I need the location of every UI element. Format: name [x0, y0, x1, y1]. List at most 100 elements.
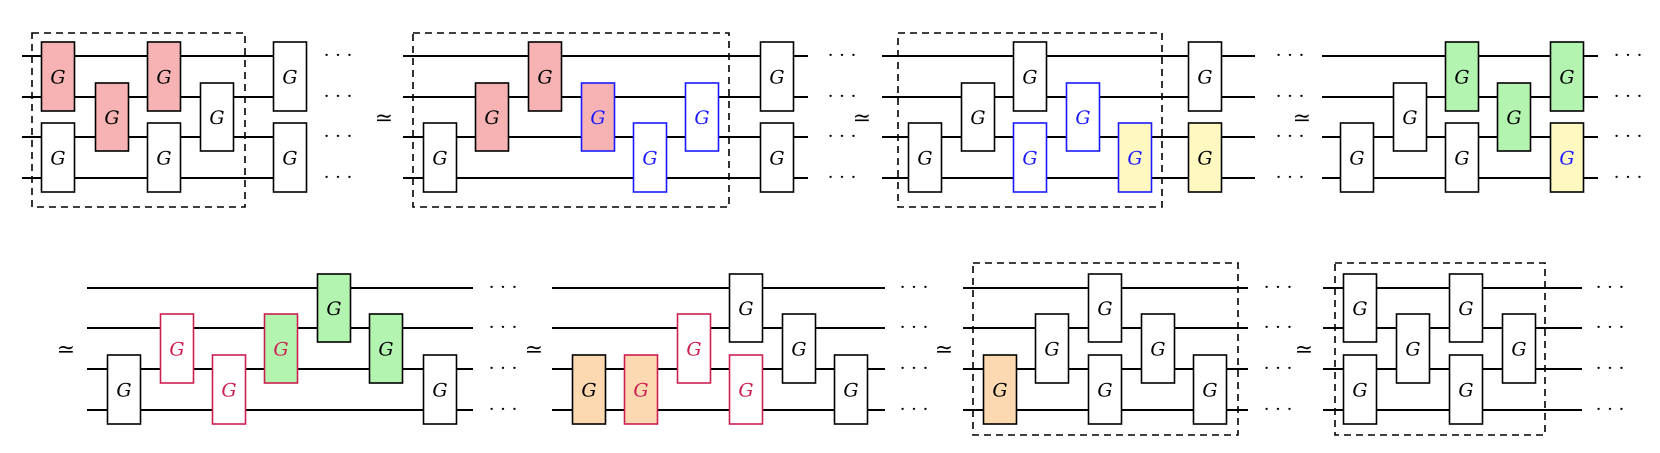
gate-g: G: [1140, 313, 1176, 384]
gate-box: [1342, 354, 1378, 425]
gate-g: G: [580, 82, 616, 152]
gate-box: [422, 122, 458, 193]
gate-box: [728, 354, 764, 425]
gate-label: G: [1402, 107, 1417, 129]
gate-g: G: [759, 41, 795, 112]
gate-g: G: [159, 313, 195, 384]
continuation-dots: · · ·: [1264, 317, 1293, 338]
gate-box: [146, 122, 182, 193]
gate-box: [1448, 273, 1484, 343]
gate-box: [1187, 122, 1223, 193]
gate-g: G: [199, 82, 235, 152]
gate-label: G: [1097, 380, 1112, 402]
gate-g: G: [759, 122, 795, 193]
gate-label: G: [1458, 298, 1473, 320]
gate-label: G: [1197, 67, 1212, 89]
gate-g: G: [1448, 273, 1484, 343]
dashed-frame: [412, 32, 730, 208]
gate-label: G: [282, 67, 297, 89]
gate-box: [833, 354, 869, 425]
gate-box: [1140, 313, 1176, 384]
continuation-dots: · · ·: [1614, 167, 1643, 188]
gate-box: [1087, 354, 1123, 425]
continuation-dots: · · ·: [489, 277, 518, 298]
gate-g: G: [623, 354, 659, 425]
gate-label: G: [791, 339, 806, 361]
gate-g: G: [1448, 354, 1484, 425]
gate-box: [1395, 313, 1431, 384]
gate-box: [1392, 82, 1428, 152]
gate-label: G: [1197, 148, 1212, 170]
equivalence-symbol: ≃: [853, 106, 871, 131]
gate-label: G: [1075, 107, 1090, 129]
continuation-dots: · · ·: [324, 167, 353, 188]
gate-label: G: [1506, 107, 1521, 129]
gate-label: G: [537, 67, 552, 89]
gate-g: G: [474, 82, 510, 152]
continuation-dots: · · ·: [1614, 86, 1643, 107]
gate-g: G: [1342, 354, 1378, 425]
gate-box: [907, 122, 943, 193]
gate-label: G: [970, 107, 985, 129]
continuation-dots: · · ·: [1276, 126, 1305, 147]
gate-label: G: [1559, 148, 1574, 170]
gate-box: [960, 82, 996, 152]
gate-label: G: [273, 339, 288, 361]
gate-g: G: [960, 82, 996, 152]
continuation-dots: · · ·: [1276, 167, 1305, 188]
gate-label: G: [209, 107, 224, 129]
gate-box: [40, 41, 76, 112]
gate-box: [684, 82, 720, 152]
gate-box: [263, 313, 299, 384]
gate-label: G: [282, 148, 297, 170]
gate-g: G: [1012, 41, 1048, 112]
gate-g: G: [368, 313, 404, 384]
gate-g: G: [211, 354, 247, 425]
gate-box: [272, 122, 308, 193]
gate-g: G: [833, 354, 869, 425]
gate-label: G: [156, 67, 171, 89]
equivalence-symbol: ≃: [1293, 106, 1311, 131]
gate-box: [1065, 82, 1101, 152]
dashed-frame: [1334, 262, 1546, 436]
gate-g: G: [1012, 122, 1048, 193]
gate-label: G: [642, 148, 657, 170]
gate-label: G: [1044, 339, 1059, 361]
gate-g: G: [1192, 354, 1228, 425]
gate-g: G: [684, 82, 720, 152]
continuation-dots: · · ·: [828, 45, 857, 66]
gate-box: [1496, 82, 1532, 152]
gate-label: G: [326, 298, 341, 320]
equivalence-symbol: ≃: [1295, 338, 1313, 363]
gate-label: G: [156, 148, 171, 170]
gate-label: G: [992, 380, 1007, 402]
gate-g: G: [1065, 82, 1101, 152]
gate-label: G: [169, 339, 184, 361]
gate-box: [1192, 354, 1228, 425]
continuation-dots: · · ·: [489, 399, 518, 420]
gate-box: [1087, 273, 1123, 343]
gate-g: G: [728, 273, 764, 343]
dashed-frame: [31, 32, 246, 208]
gate-g: G: [676, 313, 712, 384]
gate-label: G: [432, 380, 447, 402]
dashed-frame: [897, 32, 1163, 208]
gate-g: G: [422, 354, 458, 425]
equivalence-symbol: ≃: [375, 106, 393, 131]
equivalence-symbol: ≃: [935, 338, 953, 363]
gate-g: G: [1395, 313, 1431, 384]
gate-g: G: [632, 122, 668, 193]
gate-box: [1448, 354, 1484, 425]
gate-g: G: [40, 122, 76, 193]
continuation-dots: · · ·: [489, 358, 518, 379]
gate-g: G: [1087, 273, 1123, 343]
continuation-dots: · · ·: [1264, 399, 1293, 420]
gate-box: [632, 122, 668, 193]
gate-box: [759, 41, 795, 112]
